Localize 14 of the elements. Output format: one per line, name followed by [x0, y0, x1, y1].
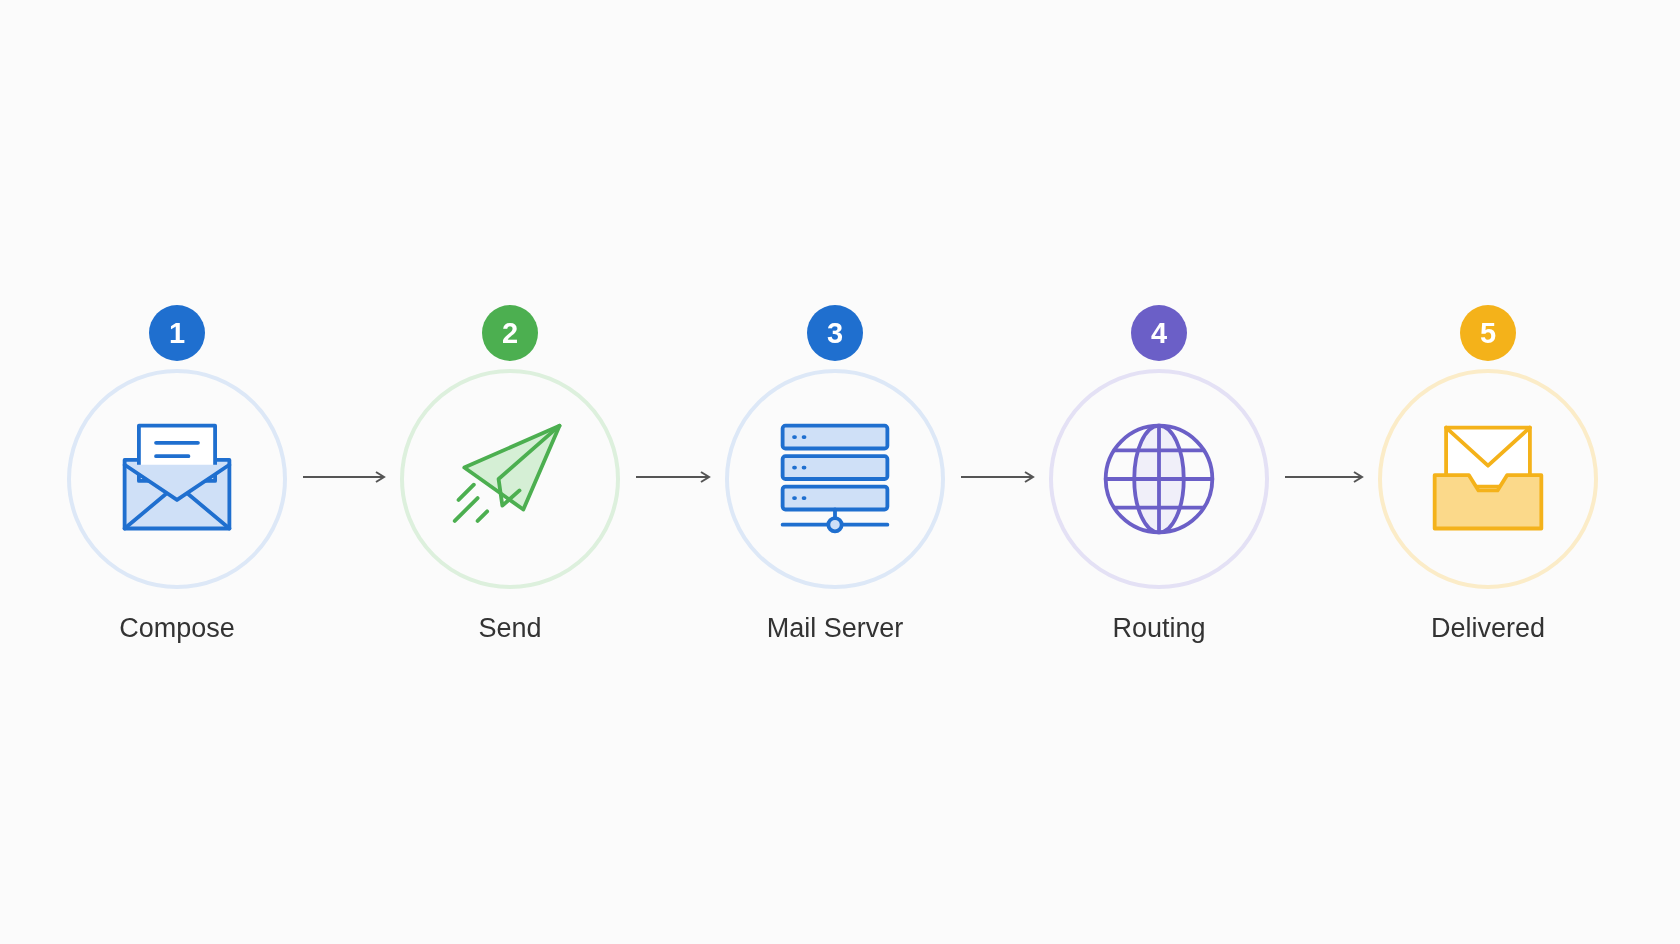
step-number-badge: 2	[482, 305, 538, 361]
arrow	[960, 471, 1034, 483]
step-label: Delivered	[1429, 613, 1547, 644]
step-number-badge: 3	[807, 305, 863, 361]
arrow	[1284, 471, 1363, 483]
step-label: Send	[477, 613, 543, 644]
step-label: Routing	[1111, 613, 1207, 644]
step-number-badge: 5	[1460, 305, 1516, 361]
step-number-badge: 1	[149, 305, 205, 361]
step-number-badge: 4	[1131, 305, 1187, 361]
step-label: Compose	[118, 613, 236, 644]
step-label: Mail Server	[765, 613, 905, 644]
arrow	[635, 471, 710, 483]
arrow	[302, 471, 385, 483]
